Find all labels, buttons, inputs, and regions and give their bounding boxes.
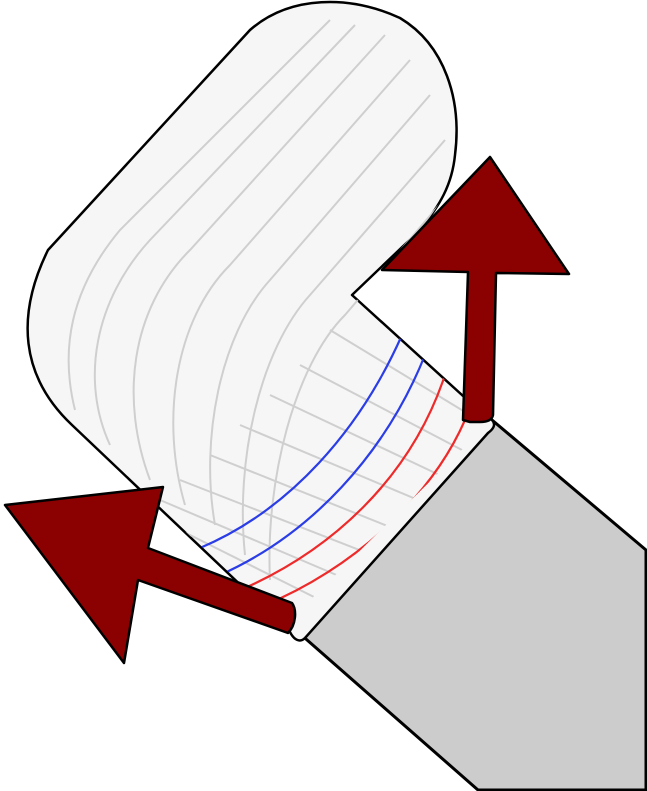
contour-line [209,454,411,536]
contour-line [93,24,356,446]
arrow-up-left-icon [3,485,297,665]
contour-line [209,94,431,526]
blue-contour-line [219,354,427,577]
bent-sheet [26,0,496,642]
red-contour-line [244,374,447,590]
contour-line [159,499,361,586]
contour-line [239,424,431,506]
arrow-up-icon [380,155,571,424]
contour-line [299,364,463,451]
contour-line [132,34,386,481]
stress-contour-lines [67,19,471,611]
contour-line [241,139,446,556]
contour-line [67,19,331,411]
contour-line [169,524,341,611]
contour-line [269,394,451,481]
contour-line [329,329,471,416]
contour-line [179,479,386,561]
contour-line [172,59,411,506]
contour-line [268,189,453,581]
blue-contour-line [199,334,404,550]
